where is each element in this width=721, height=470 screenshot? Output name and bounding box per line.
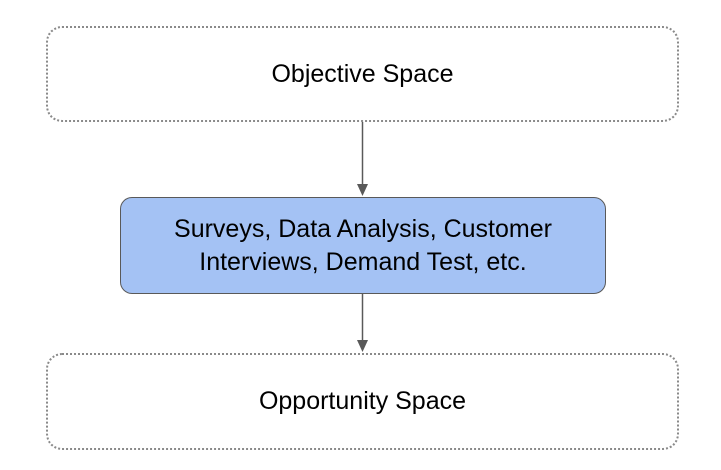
arrow-methods-to-opportunity <box>357 294 368 352</box>
opportunity-space-node: Opportunity Space <box>46 353 679 450</box>
objective-space-node: Objective Space <box>46 26 679 122</box>
methods-label: Surveys, Data Analysis, Customer Intervi… <box>174 213 552 279</box>
methods-node: Surveys, Data Analysis, Customer Intervi… <box>120 197 606 294</box>
arrow-objective-to-methods <box>357 122 368 196</box>
opportunity-space-label: Opportunity Space <box>258 387 467 415</box>
methods-label-line-1: Surveys, Data Analysis, Customer <box>174 214 552 243</box>
methods-label-line-2: Interviews, Demand Test, etc. <box>199 247 527 276</box>
objective-space-label: Objective Space <box>271 59 454 88</box>
